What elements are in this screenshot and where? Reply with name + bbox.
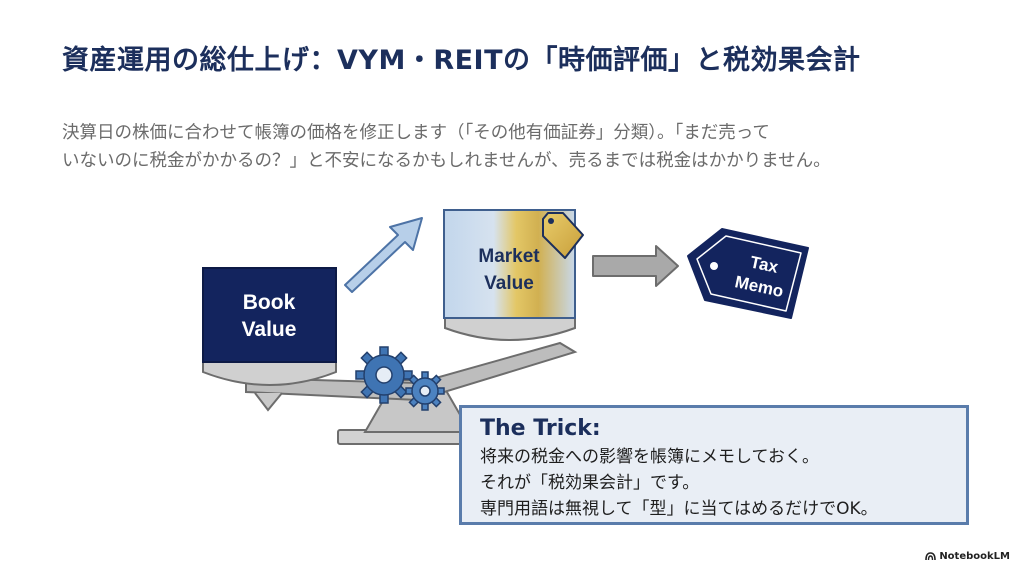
trick-line-3: 専門用語は無視して「型」に当てはめるだけでOK。 — [480, 499, 878, 519]
arrow-up-right-icon — [344, 217, 423, 293]
page-subtitle: 決算日の株価に合わせて帳簿の価格を修正します（「その他有価証券」分類）。「まだ売… — [62, 119, 992, 175]
market-value-label-2: Value — [484, 273, 534, 294]
arrow-right-icon — [592, 245, 679, 287]
trick-callout: The Trick: 将来の税金への影響を帳簿にメモしておく。 それが「税効果会… — [459, 405, 969, 525]
book-value-box: Book Value — [202, 267, 337, 363]
gear-icon — [355, 346, 413, 404]
page-title: 資産運用の総仕上げ：VYM・REITの「時価評価」と税効果会計 — [62, 45, 861, 76]
tax-memo-tag: Tax Memo — [687, 228, 809, 319]
book-value-label-2: Value — [242, 318, 297, 341]
market-value-box: Market Value — [443, 209, 584, 319]
brand-name: NotebookLM — [939, 551, 1010, 562]
gear-icon — [405, 371, 445, 411]
trick-title: The Trick: — [480, 416, 601, 441]
notebooklm-logo-icon — [925, 552, 937, 561]
price-tag-icon — [542, 212, 584, 259]
trick-line-2: それが「税効果会計」です。 — [480, 473, 700, 493]
book-value-label-1: Book — [243, 291, 296, 314]
trick-line-1: 将来の税金への影響を帳簿にメモしておく。 — [480, 447, 819, 467]
subtitle-line-1: 決算日の株価に合わせて帳簿の価格を修正します（「その他有価証券」分類）。「まだ売… — [62, 123, 770, 143]
brand-watermark: NotebookLM — [925, 551, 1010, 562]
market-value-label-1: Market — [478, 246, 540, 267]
subtitle-line-2: いないのに税金がかかるの？」と不安になるかもしれませんが、売るまでは税金はかかり… — [62, 151, 831, 171]
